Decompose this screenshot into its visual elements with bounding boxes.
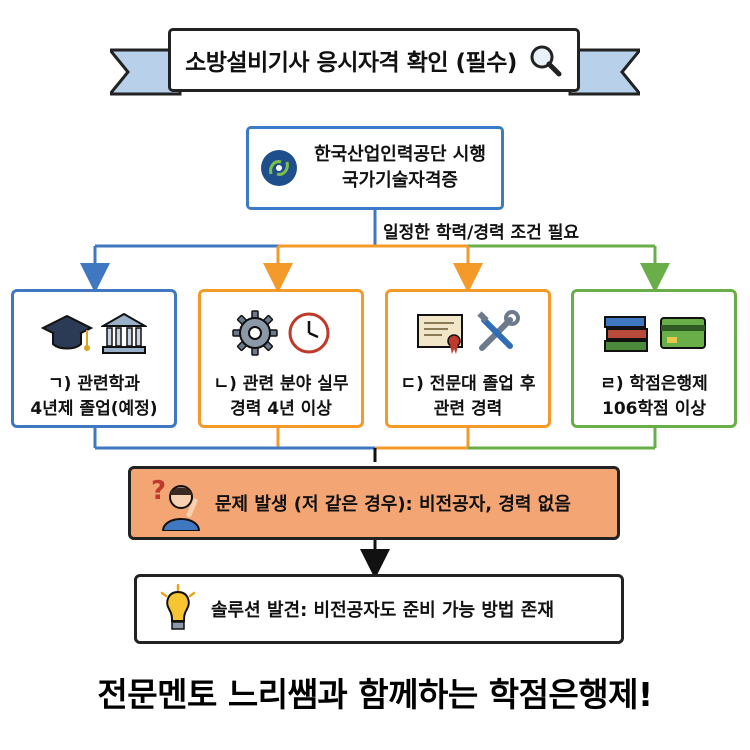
solution-box: 솔루션 발견: 비전공자도 준비 가능 방법 존재 [134,574,624,644]
title-banner: 소방설비기사 응시자격 확인 (필수) [168,28,580,92]
credit-card-icon [660,317,706,349]
source-box: 한국산업인력공단 시행 국가기술자격증 [246,126,504,210]
option-3-line-1: ㄷ) 전문대 졸업 후 [400,374,536,394]
source-line-2: 국가기술자격증 [342,170,458,191]
condition-label: 일정한 학력/경력 조건 필요 [383,223,580,243]
option-2-line-1: ㄴ) 관련 분야 실무 [213,374,349,394]
option-3-line-2: 관련 경력 [433,399,503,419]
confused-person-icon: ? [151,476,201,531]
gear-icon [232,310,278,356]
option-4-line-1: ㄹ) 학점은행제 [600,374,708,394]
option-card-major-degree: ㄱ) 관련학과 4년제 졸업(예정) [11,289,177,428]
option-1-line-1: ㄱ) 관련학과 [48,374,140,394]
problem-text: 문제 발생 (저 같은 경우): 비전공자, 경력 없음 [215,494,571,515]
graduation-cap-icon [41,314,93,351]
hrdk-logo-icon [261,150,297,186]
option-card-credit-bank: ㄹ) 학점은행제 106학점 이상 [571,289,737,428]
option-4-line-2: 106학점 이상 [602,399,706,419]
option-card-work-experience: ㄴ) 관련 분야 실무 경력 4년 이상 [198,289,364,428]
certificate-icon [417,314,463,354]
university-building-icon [101,312,147,354]
tools-icon [477,310,520,351]
problem-box: ? 문제 발생 (저 같은 경우): 비전공자, 경력 없음 [128,466,620,540]
option-2-line-2: 경력 4년 이상 [230,399,332,419]
source-line-1: 한국산업인력공단 시행 [314,144,486,165]
lightbulb-icon [160,584,196,630]
clock-icon [288,312,330,354]
option-card-college-experience: ㄷ) 전문대 졸업 후 관련 경력 [385,289,551,428]
footer-slogan: 전문멘토 느리쌤과 함께하는 학점은행제! [97,675,653,714]
solution-text: 솔루션 발견: 비전공자도 준비 가능 방법 존재 [211,600,554,621]
svg-text:?: ? [151,476,166,506]
option-1-line-2: 4년제 졸업(예정) [30,399,158,419]
magnifier-icon [530,45,562,77]
page-title: 소방설비기사 응시자격 확인 (필수) [185,50,517,76]
books-icon [604,316,648,352]
